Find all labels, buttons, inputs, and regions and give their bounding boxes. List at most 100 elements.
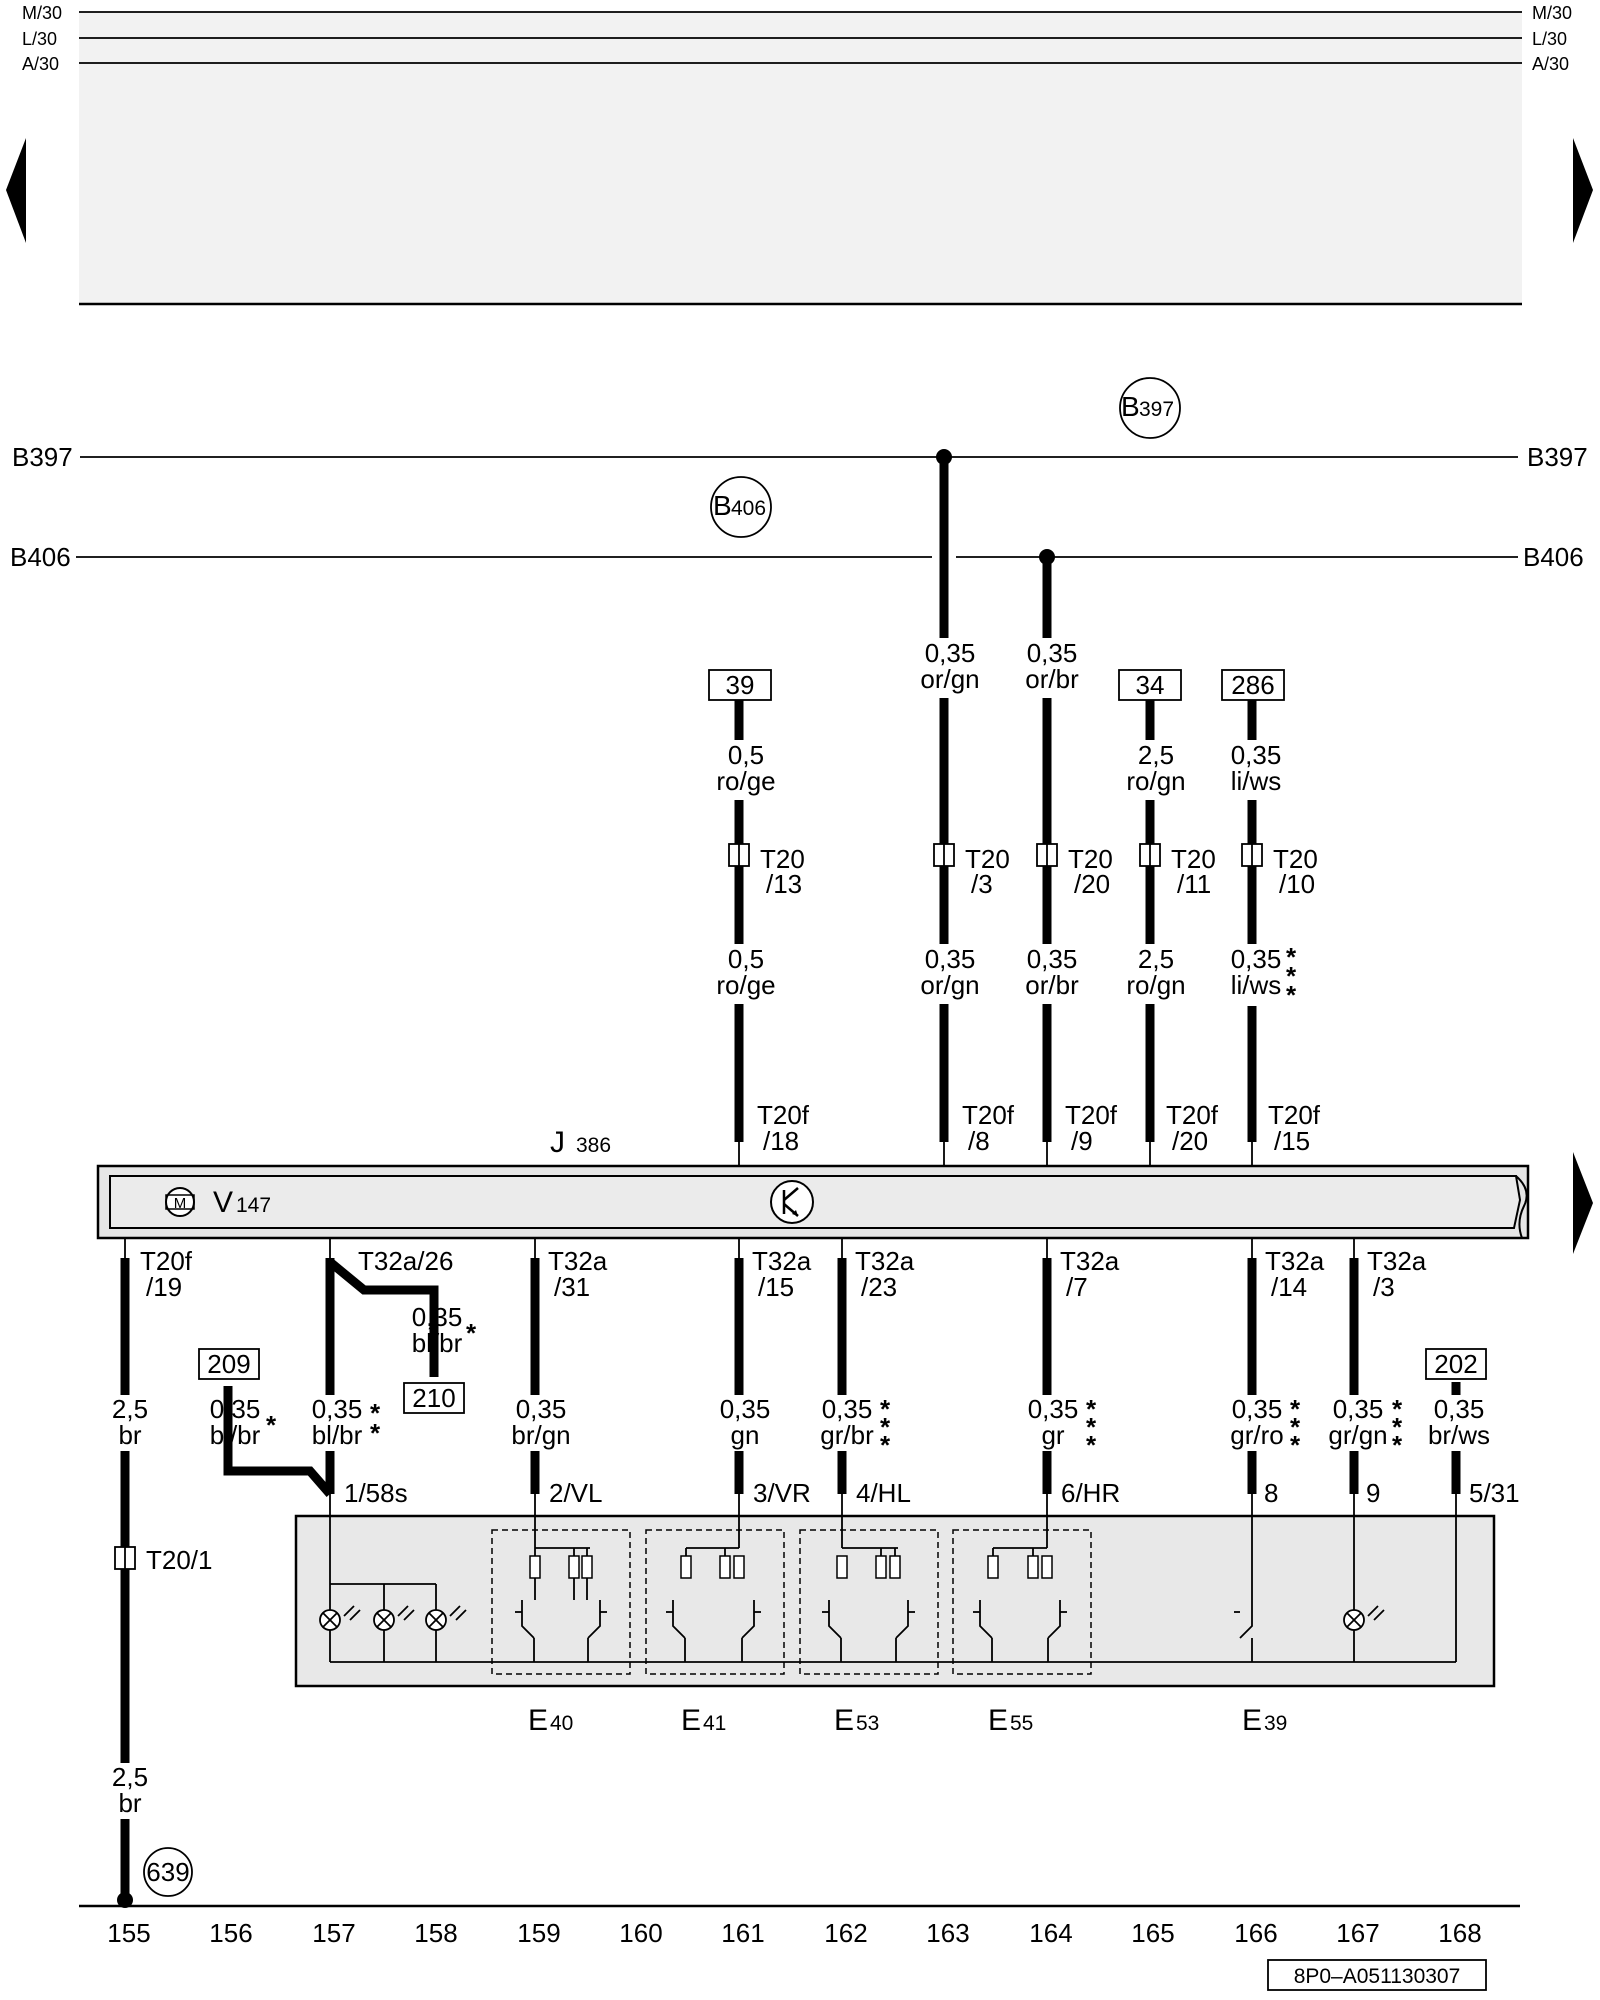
pin-t32a-31-num: /31: [554, 1272, 590, 1302]
ref-box-210[interactable]: 210: [403, 1382, 465, 1414]
label-e40-prefix: E: [528, 1704, 548, 1737]
col-165: 165: [1131, 1918, 1174, 1948]
w168-size: 0,35: [1434, 1394, 1485, 1424]
col-166: 166: [1234, 1918, 1277, 1948]
bus-lines: B397 B397 B406 B406 B 397 B 406: [10, 377, 1588, 572]
module-j386[interactable]: J 386: [96, 1126, 1530, 1240]
w163b-color: or/gn: [920, 970, 979, 1000]
switch-panel: 1/58s 2/VL 3/VR 4/HL 6/HR 8 9 5/31: [294, 1478, 1520, 1688]
col-155: 155: [107, 1918, 150, 1948]
inline-connectors-t20: T20 /13 T20 /3 T20 /20 T20 /11 T20 /10: [728, 843, 1318, 899]
w166c-size: 0,35: [1232, 1394, 1283, 1424]
w166c-star-1: *: [1290, 1394, 1301, 1424]
label-e40-num: 40: [550, 1712, 573, 1735]
w165a-size: 2,5: [1138, 740, 1174, 770]
bus-b397-circle-num: 397: [1139, 398, 1174, 421]
nav-arrow-right-icon[interactable]: [1573, 1152, 1593, 1254]
pin-t32a-31-name: T32a: [548, 1246, 608, 1276]
rail-m30-left: M/30: [22, 3, 62, 23]
pin-t32a-14-name: T32a: [1265, 1246, 1325, 1276]
pin-t20f-20-name: T20f: [1166, 1100, 1219, 1130]
bus-b406-left-label: B406: [10, 542, 71, 572]
ref-box-39[interactable]: 39: [708, 669, 772, 701]
ref-box-202[interactable]: 202: [1425, 1348, 1487, 1380]
svg-text:/10: /10: [1279, 869, 1315, 899]
window-switch-e41[interactable]: [645, 1516, 785, 1675]
col-160: 160: [619, 1918, 662, 1948]
ground-point-639[interactable]: 639: [143, 1847, 193, 1897]
pin-t32a-15-num: /15: [758, 1272, 794, 1302]
bus-b397-circle-prefix: B: [1121, 391, 1140, 422]
switch-designations: E 40 E 41 E 53 E 55 E 39: [528, 1704, 1287, 1737]
connector-t20-10[interactable]: T20 /10: [1241, 843, 1318, 899]
w164c-color: gr: [1041, 1420, 1064, 1450]
rail-l30-right: L/30: [1532, 29, 1567, 49]
svg-text:/13: /13: [766, 869, 802, 899]
col-157: 157: [312, 1918, 355, 1948]
wire-156: [223, 1386, 334, 1497]
col-158: 158: [414, 1918, 457, 1948]
w163a-color: or/gn: [920, 664, 979, 694]
pin-t20f-20-num: /20: [1172, 1126, 1208, 1156]
svg-text:T20: T20: [1273, 844, 1318, 874]
lamp-icon: [319, 1605, 361, 1631]
connector-t20-13[interactable]: T20 /13: [728, 843, 805, 899]
module-j386-name: J: [550, 1126, 565, 1159]
module-bottom-pins: T20f /19 T32a/26 T32a /31 T32a /15 T32a …: [140, 1246, 1427, 1302]
window-switch-e55[interactable]: [952, 1516, 1092, 1675]
lamp-icon: [373, 1605, 415, 1631]
transistor-icon: [770, 1180, 814, 1224]
svg-text:39: 39: [726, 670, 755, 700]
col-163: 163: [926, 1918, 969, 1948]
w156-color: bl/br: [210, 1420, 261, 1450]
w158-color: bl/br: [412, 1328, 463, 1358]
motor-v147-name: V: [213, 1186, 233, 1219]
ref-box-34[interactable]: 34: [1118, 669, 1182, 701]
w162-star-3: *: [880, 1430, 891, 1460]
pin-t32a-7-num: /7: [1066, 1272, 1088, 1302]
nav-arrow-right-icon[interactable]: [1573, 138, 1593, 243]
pin-t20f-15-name: T20f: [1268, 1100, 1321, 1130]
w162-size: 0,35: [822, 1394, 873, 1424]
switch-e39[interactable]: [1234, 1516, 1253, 1662]
window-switch-e53[interactable]: [799, 1516, 939, 1675]
w166b-star-1: *: [1286, 942, 1297, 972]
pin-t20f-19-name: T20f: [140, 1246, 193, 1276]
svg-text:/3: /3: [971, 869, 993, 899]
ref-box-209[interactable]: 209: [198, 1348, 260, 1380]
w155b-size: 2,5: [112, 1762, 148, 1792]
w165a-color: ro/gn: [1126, 766, 1185, 796]
w158-star: *: [466, 1318, 477, 1348]
col-161: 161: [721, 1918, 764, 1948]
svg-text:639: 639: [146, 1857, 189, 1887]
switch-pin-8: 8: [1264, 1478, 1278, 1508]
connector-t20-1[interactable]: T20/1: [114, 1545, 213, 1575]
bus-b406-circle-num: 406: [731, 497, 766, 520]
connector-t20-3[interactable]: T20 /3: [933, 843, 1010, 899]
bus-b397-circle: B 397: [1119, 377, 1181, 439]
ref-box-286[interactable]: 286: [1221, 669, 1285, 701]
junction-b397-dot: [936, 449, 952, 465]
connector-t20-20[interactable]: T20 /20: [1036, 843, 1113, 899]
w158-size: 0,35: [412, 1302, 463, 1332]
pin-t20f-18-name: T20f: [757, 1100, 810, 1130]
top-rail-area: M/30 M/30 L/30 L/30 A/30 A/30: [6, 3, 1593, 306]
w166c-star-3: *: [1290, 1430, 1301, 1460]
pin-t32a-23-num: /23: [861, 1272, 897, 1302]
switch-pin-4-hl: 4/HL: [856, 1478, 911, 1508]
label-e41-prefix: E: [681, 1704, 701, 1737]
nav-arrow-left-icon[interactable]: [6, 138, 26, 243]
lamp-icon: [425, 1605, 467, 1631]
pin-t32a-23-name: T32a: [855, 1246, 915, 1276]
switch-pin-3-vr: 3/VR: [753, 1478, 811, 1508]
col-162: 162: [824, 1918, 867, 1948]
w159-size: 0,35: [516, 1394, 567, 1424]
bus-b406-circle: B 406: [710, 476, 772, 538]
connector-t20-11[interactable]: T20 /11: [1139, 843, 1216, 899]
w162-star-2: *: [880, 1412, 891, 1442]
module-top-pins: T20f /18 T20f /8 T20f /9 T20f /20 T20f /…: [757, 1100, 1321, 1156]
w166c-color: gr/ro: [1230, 1420, 1283, 1450]
w167-star-2: *: [1392, 1412, 1403, 1442]
window-switch-e40[interactable]: [491, 1516, 631, 1675]
w167-size: 0,35: [1333, 1394, 1384, 1424]
